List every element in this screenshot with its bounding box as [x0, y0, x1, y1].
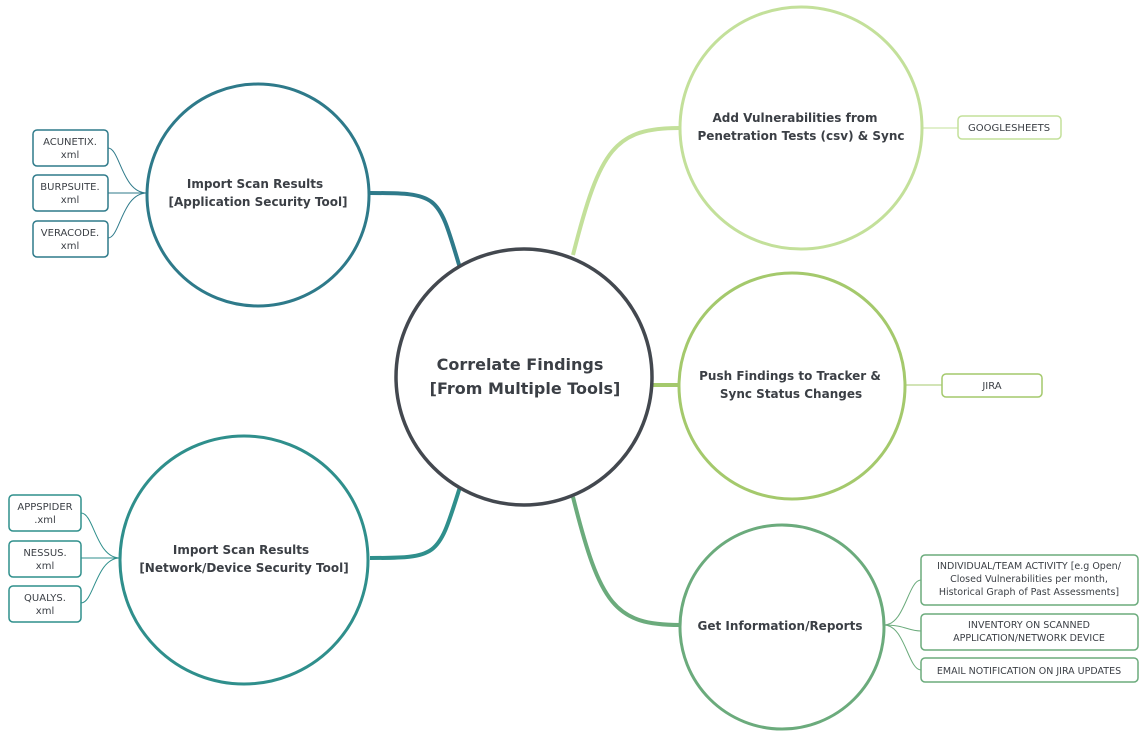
leaf-nessus[interactable]: NESSUS. xml [8, 540, 82, 578]
connector-app-security [369, 191, 462, 269]
connector-reports [571, 496, 681, 627]
leaf-jira[interactable]: JIRA [941, 373, 1043, 398]
connector-network-security [369, 486, 462, 560]
leaf-inventory[interactable]: INVENTORY ON SCANNED APPLICATION/NETWORK… [920, 613, 1139, 651]
branch-title-line1: Get Information/Reports [698, 619, 863, 633]
connector-pentest [571, 126, 681, 256]
center-title-line1: Correlate Findings [437, 355, 604, 374]
leaf-label-line1: NESSUS. [23, 548, 66, 559]
leaf-email-notification[interactable]: EMAIL NOTIFICATION ON JIRA UPDATES [920, 657, 1139, 683]
leaf-link-email [883, 624, 922, 671]
branch-title-line1: Add Vulnerabilities from [713, 111, 878, 125]
leaf-link-inventory [883, 624, 922, 632]
leaf-label-line3: Historical Graph of Past Assessments] [939, 587, 1119, 598]
leaf-link-acunetix [107, 147, 148, 194]
leaf-team-activity[interactable]: INDIVIDUAL/TEAM ACTIVITY [e.g Open/ Clos… [920, 554, 1139, 606]
center-node[interactable]: Correlate Findings [From Multiple Tools] [394, 247, 654, 507]
branch-title-line1: Import Scan Results [187, 177, 323, 191]
leaf-label-line1: GOOGLESHEETS [968, 123, 1050, 134]
leaf-appspider[interactable]: APPSPIDER .xml [8, 494, 82, 532]
leaf-label-line1: EMAIL NOTIFICATION ON JIRA UPDATES [937, 666, 1121, 677]
branch-title-line2: Penetration Tests (csv) & Sync [697, 129, 904, 143]
leaf-link-appspider [80, 512, 121, 559]
leaf-label-line1: ACUNETIX. [43, 137, 97, 148]
leaf-label-line2: xml [61, 195, 79, 206]
leaf-label-line2: APPLICATION/NETWORK DEVICE [953, 633, 1105, 644]
main-connectors [369, 126, 681, 627]
branch-title-line2: [Network/Device Security Tool] [139, 561, 348, 575]
branch-node-app-security[interactable]: Import Scan Results [Application Securit… [145, 82, 371, 308]
branch-node-tracker[interactable]: Push Findings to Tracker & Sync Status C… [677, 271, 907, 501]
leaf-label-line1: INDIVIDUAL/TEAM ACTIVITY [e.g Open/ [937, 561, 1122, 572]
leaf-acunetix[interactable]: ACUNETIX. xml [32, 129, 109, 167]
branch-title-line2: [Application Security Tool] [168, 195, 347, 209]
leaf-label-line2: Closed Vulnerabilities per month, [950, 574, 1108, 585]
branch-title-line2: Sync Status Changes [720, 387, 862, 401]
branch-node-pentest[interactable]: Add Vulnerabilities from Penetration Tes… [678, 5, 924, 251]
leaf-link-veracode [107, 192, 148, 239]
leaf-label-line1: QUALYS. [24, 593, 66, 604]
leaf-label-line1: BURPSUITE. [40, 182, 99, 193]
leaf-label-line2: xml [36, 561, 54, 572]
leaf-googlesheets[interactable]: GOOGLESHEETS [957, 115, 1062, 140]
leaf-link-activity [883, 579, 922, 626]
leaf-link-qualys [80, 557, 121, 604]
branch-title-line1: Import Scan Results [173, 543, 309, 557]
leaf-connectors [80, 127, 958, 671]
branch-title-line1: Push Findings to Tracker & [699, 369, 881, 383]
leaf-label-line2: xml [61, 241, 79, 252]
leaf-label-line2: .xml [34, 515, 56, 526]
leaf-qualys[interactable]: QUALYS. xml [8, 585, 82, 623]
leaf-label-line1: JIRA [981, 381, 1001, 392]
leaf-label-line1: VERACODE. [41, 228, 99, 239]
center-title-line2: [From Multiple Tools] [430, 379, 621, 398]
leaf-veracode[interactable]: VERACODE. xml [32, 220, 109, 258]
leaf-label-line1: INVENTORY ON SCANNED [968, 620, 1090, 631]
leaf-burpsuite[interactable]: BURPSUITE. xml [32, 174, 109, 212]
leaf-label-line1: APPSPIDER [17, 502, 72, 513]
leaf-label-line2: xml [36, 606, 54, 617]
branch-node-reports[interactable]: Get Information/Reports [678, 523, 886, 731]
branch-node-network-security[interactable]: Import Scan Results [Network/Device Secu… [118, 434, 370, 686]
leaf-label-line2: xml [61, 150, 79, 161]
